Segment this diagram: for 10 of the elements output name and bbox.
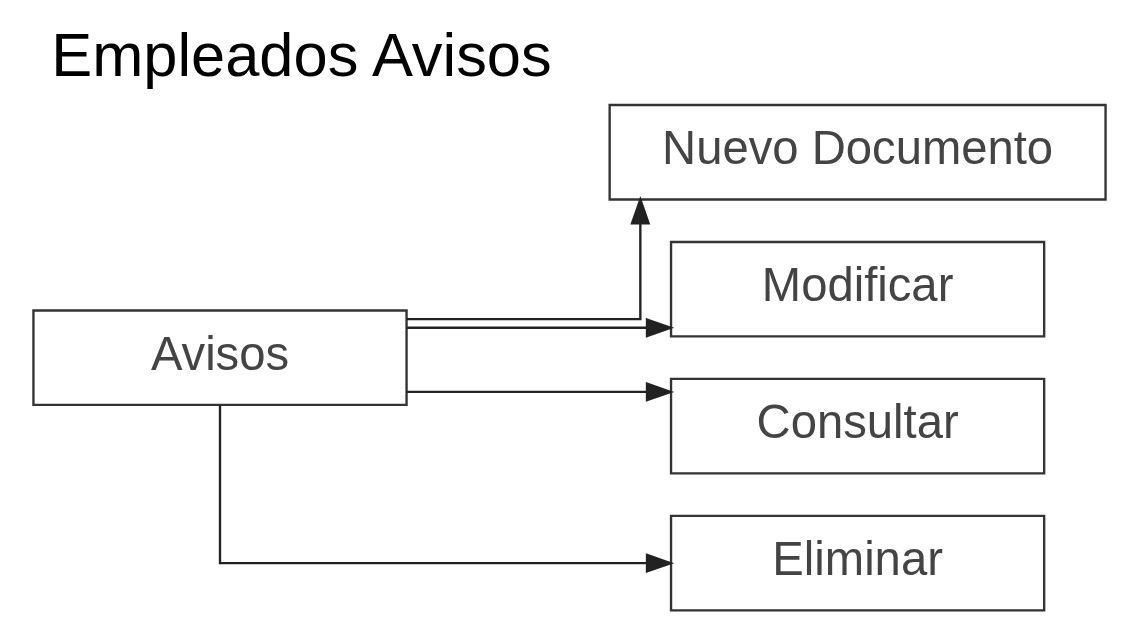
arrow [406, 382, 674, 402]
node-box: Modificar [669, 240, 1045, 338]
arrow [406, 196, 650, 321]
node-box: Eliminar [669, 514, 1045, 612]
arrow [406, 317, 674, 338]
arrow [218, 405, 674, 574]
node-box: Consultar [669, 377, 1045, 475]
node-box: Nuevo Documento [607, 103, 1107, 201]
diagram-title: Empleados Avisos [50, 20, 552, 90]
node-box: Avisos [31, 309, 408, 407]
